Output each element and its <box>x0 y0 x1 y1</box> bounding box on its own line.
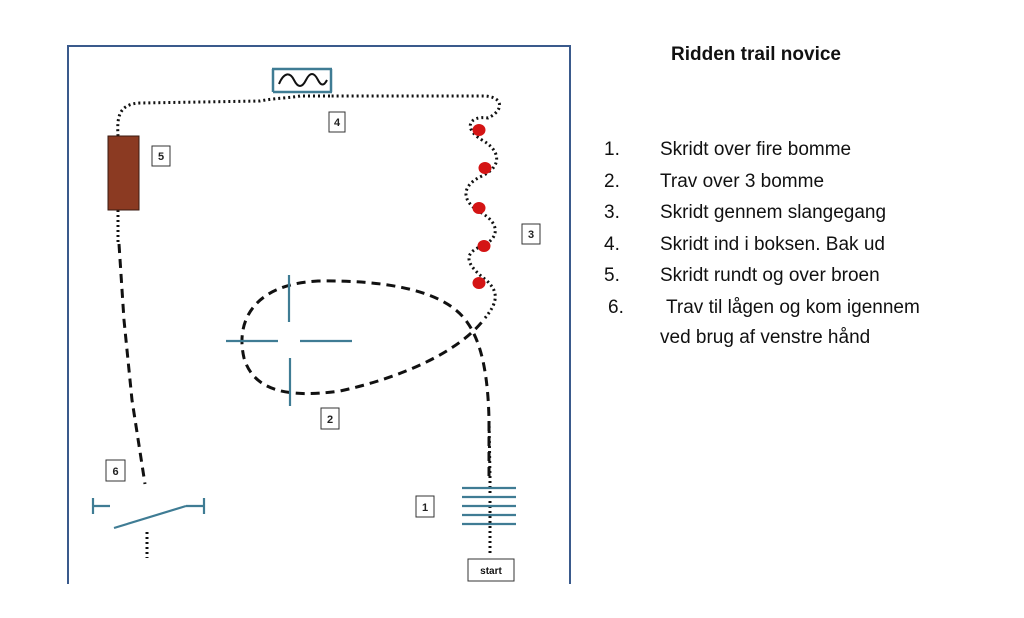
step-number: 3. <box>604 202 620 223</box>
trot-to-gate-path <box>117 243 147 485</box>
box-obstacle <box>271 67 333 94</box>
step-text: Trav over 3 bomme <box>660 170 825 192</box>
steps-list: 1. Skridt over fire bomme 2. Trav over 3… <box>600 134 1010 323</box>
arena-border <box>67 45 571 584</box>
step-text: Skridt rundt og over broen <box>660 265 880 286</box>
step-number: 2. <box>604 170 620 192</box>
step-number: 6. <box>608 296 624 318</box>
serpentine-path <box>330 94 501 319</box>
marker-3: 3 <box>521 223 541 245</box>
step-text: Skridt over fire bomme <box>660 139 852 160</box>
step-item: 3. Skridt gennem slangegang <box>600 197 1010 229</box>
gate <box>91 498 206 530</box>
svg-text:1: 1 <box>422 502 428 514</box>
walk-path-start <box>487 419 492 553</box>
svg-text:4: 4 <box>334 117 341 129</box>
step-text: Skridt ind i boksen. Bak ud <box>660 233 885 255</box>
step-6-continuation: ved brug af venstre hånd <box>660 327 871 348</box>
start-marker: start <box>467 558 515 582</box>
trot-path-loop <box>240 279 491 476</box>
svg-text:3: 3 <box>528 229 534 241</box>
page-title: Ridden trail novice <box>671 44 841 65</box>
step-item: 1. Skridt over fire bomme <box>600 134 1010 166</box>
step-number: 4. <box>604 233 620 255</box>
step-item: 2. Trav over 3 bomme <box>600 166 1010 198</box>
marker-2: 2 <box>320 407 340 430</box>
svg-text:6: 6 <box>112 466 118 478</box>
svg-text:5: 5 <box>158 151 164 163</box>
svg-text:2: 2 <box>327 414 333 426</box>
marker-6: 6 <box>105 459 126 482</box>
walk-poles <box>462 486 516 526</box>
marker-4: 4 <box>328 111 346 133</box>
svg-text:start: start <box>480 566 502 577</box>
box-to-bridge-path <box>116 94 330 137</box>
step-number: 1. <box>604 139 620 160</box>
step-item: 4. Skridt ind i boksen. Bak ud <box>600 229 1010 261</box>
marker-1: 1 <box>415 495 435 518</box>
step-item: 5. Skridt rundt og over broen <box>600 260 1010 292</box>
step-text: Skridt gennem slangegang <box>660 202 887 223</box>
step-item: 6. Trav til lågen og kom igennem <box>600 292 1010 324</box>
step-text: Trav til lågen og kom igennem <box>666 296 920 318</box>
step-number: 5. <box>604 265 620 286</box>
cones <box>472 124 492 289</box>
marker-5: 5 <box>151 145 171 167</box>
bridge <box>107 135 140 211</box>
trot-poles <box>226 275 352 406</box>
